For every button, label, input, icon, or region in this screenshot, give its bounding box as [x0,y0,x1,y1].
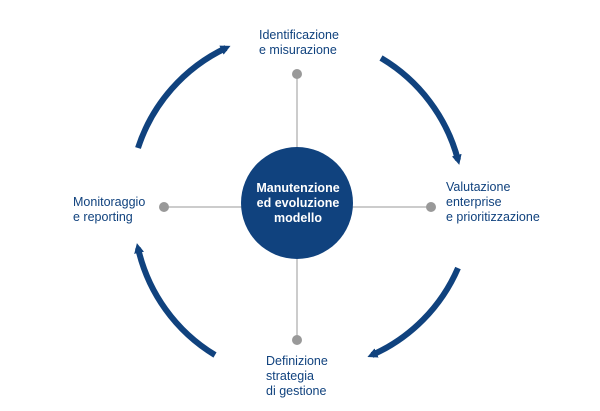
cycle-arrow-bottom-left [134,243,217,358]
node-dot-top [292,69,302,79]
node-label-right: Valutazione enterprise e prioritizzazion… [446,180,540,224]
cycle-arrow-bottom-right [367,266,461,358]
node-dot-left [159,202,169,212]
center-circle [241,147,353,259]
node-label-left: Monitoraggio e reporting [73,195,146,224]
cycle-arrow-top-right [379,55,462,165]
node-label-bottom: Definizione strategia di gestione [266,354,328,398]
node-label-top: Identificazione e misurazione [259,28,339,57]
node-dot-right [426,202,436,212]
cycle-arrow-top-left [135,45,231,149]
node-dot-bottom [292,335,302,345]
center-label: Manutenzione ed evoluzione modello [256,181,340,225]
